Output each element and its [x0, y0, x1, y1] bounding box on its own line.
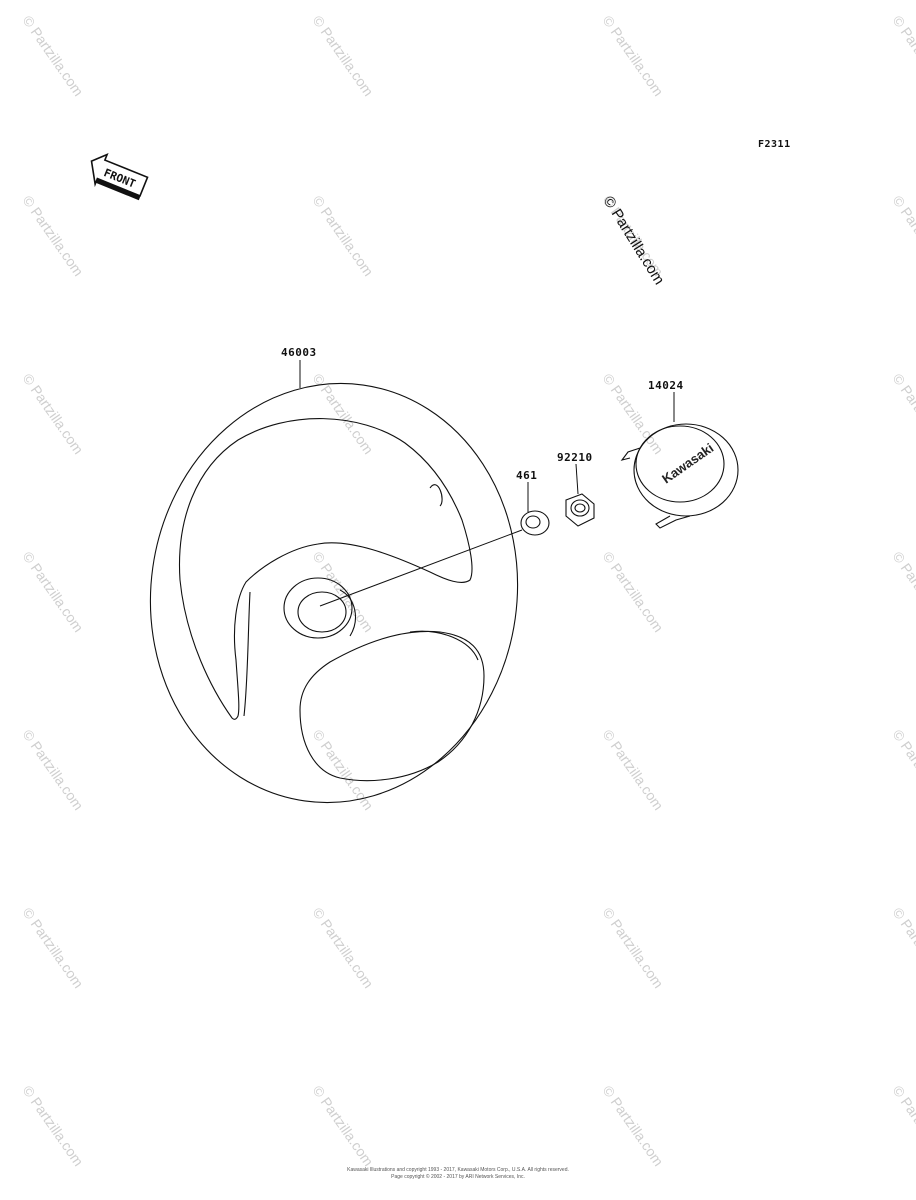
washer [520, 510, 550, 536]
watermark-text: © Partzilla.com [310, 1083, 377, 1169]
watermark-text: © Partzilla.com [310, 193, 377, 279]
watermark-text: © Partzilla.com [890, 905, 916, 991]
watermark-text: © Partzilla.com [890, 1083, 916, 1169]
watermark-text: © Partzilla.com [310, 727, 377, 813]
watermark-text: © Partzilla.com [890, 193, 916, 279]
watermark-text: © Partzilla.com [20, 549, 87, 635]
footer-copyright-1: Kawasaki Illustrations and copyright 199… [347, 1167, 569, 1173]
watermark-text: © Partzilla.com [20, 1083, 87, 1169]
watermark-text: © Partzilla.com [600, 549, 667, 635]
watermark-text: © Partzilla.com [600, 1083, 667, 1169]
watermark-text: © Partzilla.com [20, 727, 87, 813]
nut [565, 493, 595, 527]
cap-logo-text: Kawasaki [659, 440, 716, 486]
callout-46003: 46003 [281, 346, 317, 359]
watermark-text: © Partzilla.com [890, 371, 916, 457]
leader-lines [299, 360, 675, 607]
watermark-text: © Partzilla.com [20, 193, 87, 279]
watermark-text: © Partzilla.com [890, 549, 916, 635]
watermark-text: © Partzilla.com [890, 727, 916, 813]
watermark-text: © Partzilla.com [890, 13, 916, 99]
featured-watermark: © Partzilla.com [600, 193, 668, 288]
watermark-text: © Partzilla.com [600, 13, 667, 99]
watermark-text: © Partzilla.com [20, 371, 87, 457]
center-cap: Kawasaki [620, 423, 739, 529]
watermark-grid: © Partzilla.com © Partzilla.com © Partzill… [20, 13, 916, 1169]
callout-92210: 92210 [557, 451, 593, 464]
watermark-text: © Partzilla.com [310, 13, 377, 99]
watermark-text: © Partzilla.com [20, 905, 87, 991]
callout-461: 461 [516, 469, 537, 482]
watermark-text: © Partzilla.com [20, 13, 87, 99]
figure-code: F2311 [758, 139, 791, 150]
steering-wheel [149, 382, 519, 804]
footer-copyright-2: Page copyright © 2002 - 2017 by ARI Netw… [391, 1174, 525, 1180]
front-arrow-icon: FRONT [90, 153, 149, 201]
callout-14024: 14024 [648, 379, 684, 392]
watermark-text: © Partzilla.com [600, 727, 667, 813]
watermark-text: © Partzilla.com [600, 905, 667, 991]
watermark-text: © Partzilla.com [310, 905, 377, 991]
